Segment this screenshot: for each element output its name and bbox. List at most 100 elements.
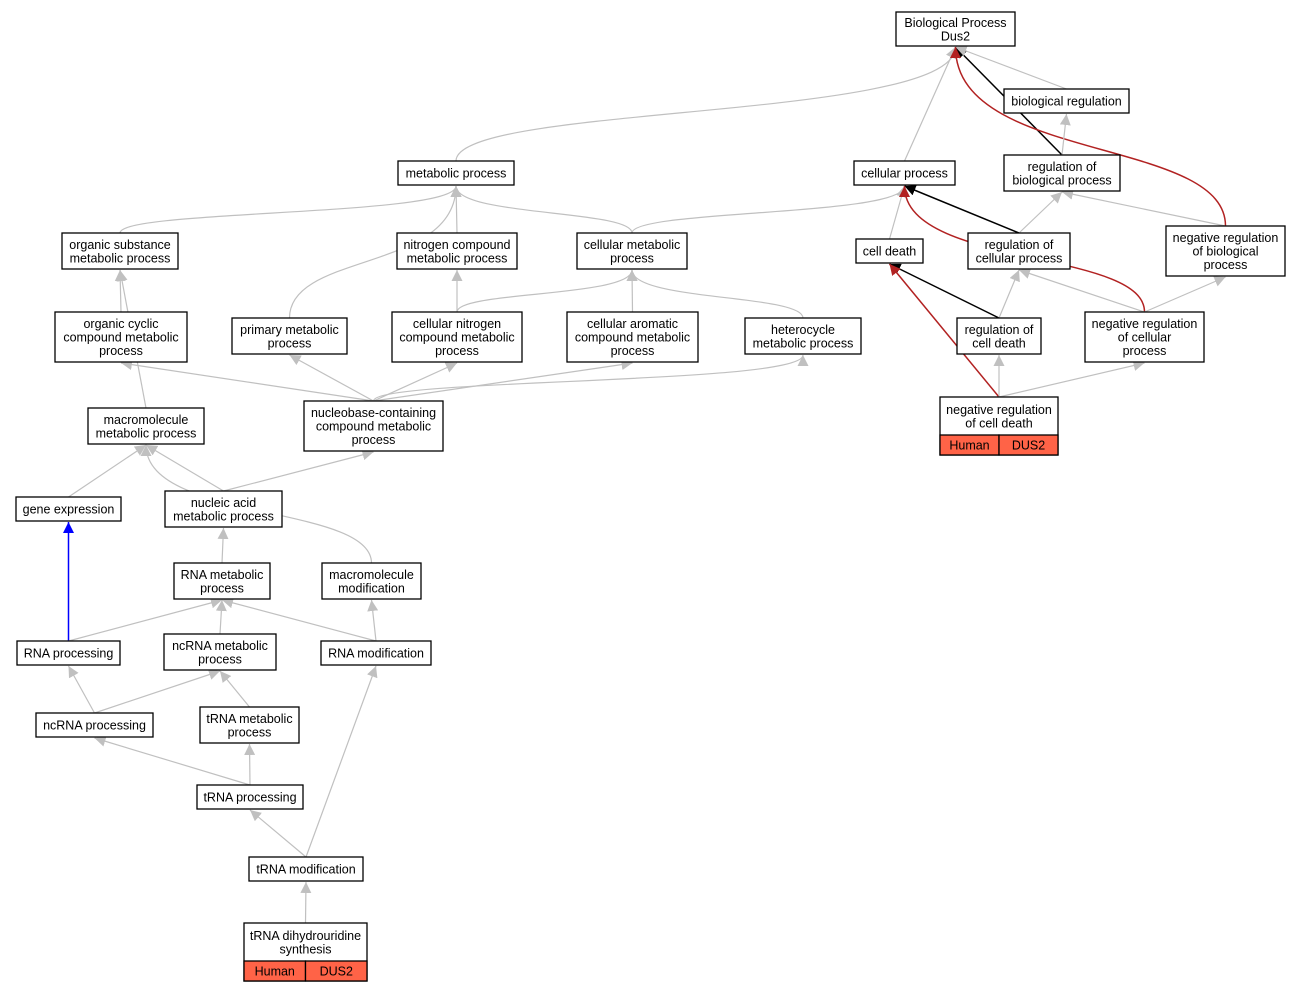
node-label-line: tRNA modification	[256, 863, 355, 877]
edge-ncrnaproc-to-ncrnamet	[94, 669, 221, 714]
node-breg[interactable]: biological regulation	[1003, 88, 1130, 114]
edge-cellnitro-to-cellmet	[456, 269, 638, 313]
node-label-line: biological regulation	[1011, 95, 1122, 109]
edge-breg-to-bp	[955, 45, 1067, 90]
edge-trnadih-to-trnamod	[300, 881, 312, 924]
node-box	[173, 562, 271, 600]
node-label-line: metabolic process	[173, 509, 274, 523]
node-label-line: compound metabolic	[63, 331, 178, 345]
node-ncrnaproc[interactable]: ncRNA processing	[35, 712, 154, 738]
node-label-line: organic cyclic	[83, 317, 158, 331]
edge-nitro-to-metab	[450, 185, 462, 234]
node-geneexp[interactable]: gene expression	[15, 496, 122, 522]
edge-trnaproc-to-trnamet	[244, 743, 256, 786]
edge-regdeath-to-celldeath	[889, 263, 1000, 319]
node-label-line: metabolic process	[96, 426, 197, 440]
node-label-line: process	[1123, 344, 1167, 358]
node-trnaproc[interactable]: tRNA processing	[196, 784, 304, 810]
node-label-line: ncRNA metabolic	[172, 639, 268, 653]
annotation-cell	[998, 434, 1059, 456]
node-rnaproc[interactable]: RNA processing	[16, 640, 121, 666]
node-metab[interactable]: metabolic process	[397, 160, 515, 186]
node-box	[16, 640, 121, 666]
node-label-line: metabolic process	[70, 251, 171, 265]
node-label-line: negative regulation	[1173, 231, 1279, 245]
node-label-line: RNA processing	[24, 647, 114, 661]
node-label-line: Biological Process	[904, 16, 1006, 30]
node-label-line: metabolic process	[407, 251, 508, 265]
annotation-label: DUS2	[320, 965, 353, 979]
edge-metab-to-bp	[455, 46, 961, 162]
node-rnamod[interactable]: RNA modification	[320, 640, 432, 666]
edge-negcell-to-regcell	[1018, 268, 1145, 313]
edge-cellmet-to-metab	[450, 185, 633, 234]
node-box	[54, 311, 188, 363]
node-label-line: process	[352, 433, 396, 447]
edge-nucleobase-to-primary	[289, 354, 374, 402]
edge-rnaproc-to-rnamet	[68, 597, 223, 642]
node-label-line: RNA metabolic	[181, 568, 264, 582]
node-label-line: nucleic acid	[191, 496, 256, 510]
edge-hetero-to-cellmet	[626, 269, 804, 319]
node-box	[855, 238, 924, 264]
node-box	[1084, 311, 1205, 363]
node-label-line: process	[228, 725, 272, 739]
node-cellproc[interactable]: cellular process	[853, 160, 956, 186]
node-trnamod[interactable]: tRNA modification	[248, 856, 364, 882]
node-label-line: synthesis	[279, 942, 331, 956]
annotation-label: Human	[949, 439, 989, 453]
node-label-line: of cellular	[1118, 331, 1172, 345]
node-box	[853, 160, 956, 186]
node-label-line: cell death	[863, 245, 917, 259]
edge-trnamet-to-ncrnamet	[219, 670, 250, 708]
node-box	[956, 317, 1042, 355]
node-celldeath[interactable]: cell death	[855, 238, 924, 264]
edge-trnamod-to-rnamod	[305, 665, 378, 858]
node-label-line: process	[611, 344, 655, 358]
node-label-line: regulation of	[1028, 160, 1097, 174]
node-label-line: negative regulation	[1092, 317, 1198, 331]
node-label-line: metabolic process	[753, 336, 854, 350]
edge-negbio-to-regbio	[1061, 188, 1226, 227]
edge-ncrnamet-to-rnamet	[215, 599, 227, 635]
node-box	[566, 311, 699, 363]
edge-cellproc-to-bp	[903, 46, 957, 162]
node-box	[1003, 154, 1121, 192]
edge-nucleobase-to-orgcyc	[120, 359, 374, 402]
edge-nucleobase-to-hetero	[372, 354, 809, 402]
annotation-label: DUS2	[1012, 439, 1045, 453]
node-label-line: negative regulation	[946, 403, 1052, 417]
edge-nucacid-to-macro	[145, 444, 224, 492]
node-box	[231, 317, 348, 355]
edge-regcell-to-regbio	[1018, 191, 1063, 234]
node-label-line: cell death	[972, 336, 1026, 350]
node-label-line: tRNA metabolic	[206, 712, 292, 726]
edge-rnamod-to-rnamet	[221, 597, 377, 642]
edge-nucleobase-to-cellarom	[373, 359, 633, 402]
